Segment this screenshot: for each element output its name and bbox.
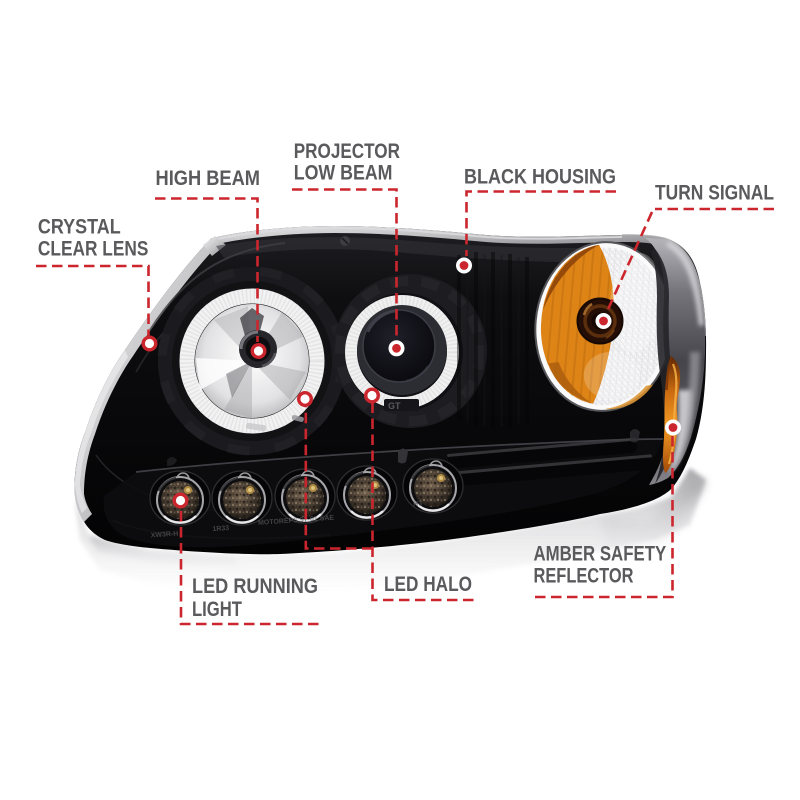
svg-text:LED HALO: LED HALO [384, 573, 472, 596]
svg-text:LIGHT: LIGHT [192, 598, 242, 621]
svg-text:PROJECTOR: PROJECTOR [294, 140, 400, 163]
svg-text:LOW BEAM: LOW BEAM [294, 161, 393, 184]
svg-text:BLACK HOUSING: BLACK HOUSING [464, 166, 616, 189]
svg-text:TURN SIGNAL: TURN SIGNAL [655, 182, 774, 205]
svg-text:HIGH BEAM: HIGH BEAM [156, 167, 261, 190]
svg-text:H3: H3 [413, 500, 423, 508]
svg-text:CRYSTAL: CRYSTAL [38, 216, 121, 239]
svg-text:CLEAR LENS: CLEAR LENS [38, 237, 148, 260]
svg-text:LED RUNNING: LED RUNNING [192, 575, 318, 598]
svg-text:1R33: 1R33 [212, 525, 229, 533]
svg-text:GT: GT [388, 401, 401, 411]
svg-text:XW3R-H: XW3R-H [151, 531, 179, 540]
svg-text:REFLECTOR: REFLECTOR [534, 564, 634, 587]
svg-text:AMBER SAFETY: AMBER SAFETY [534, 542, 667, 565]
